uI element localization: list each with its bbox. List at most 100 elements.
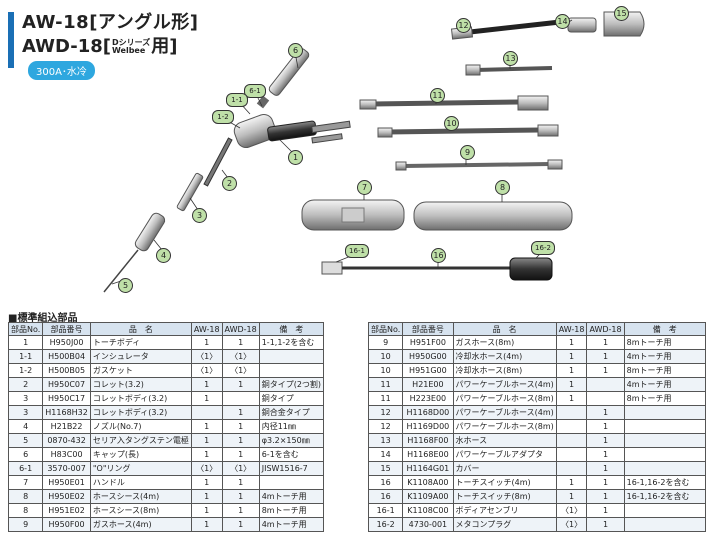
cell-remark: 内径11㎜ [258,419,325,434]
cell-awd18: 1 [221,447,260,462]
cell-awd18: 1 [586,335,625,350]
cell-part-number: H83C00 [42,447,91,462]
cell-no: 15 [367,461,404,476]
cell-part-number: H950G00 [402,349,454,364]
collet-drawing [203,137,233,187]
cell-aw18 [555,419,588,434]
cell-no: 16-2 [367,517,404,532]
title-small-1: Dシリーズ [112,38,151,47]
cell-awd18: 1 [221,405,260,420]
callout-1-2: 1-2 [212,110,234,124]
cell-remark [623,461,707,476]
cell-part-number: H21B22 [42,419,91,434]
handle-drawing [301,199,405,231]
cell-name: パワーケーブルホース(4m) [452,405,557,420]
cell-awd18: 1 [586,517,625,532]
gas-hose-9-drawing [395,159,563,171]
cell-no: 3 [7,405,44,420]
cell-remark: 16-1,16-2を含む [623,475,707,490]
cell-remark: 4mトーチ用 [623,349,707,364]
cell-remark: JISW1516-7 [258,461,325,476]
cell-part-number: H500B04 [42,349,91,364]
cell-remark [623,419,707,434]
cell-name: 冷却水ホース(8m) [452,363,557,378]
callout-14: 14 [555,14,570,29]
cell-part-number: H951G00 [402,363,454,378]
title-accent-bar [8,12,14,68]
cell-name: "O"リング [89,461,192,476]
cell-awd18 [586,377,625,392]
cell-name: 冷却水ホース(4m) [452,349,557,364]
callout-11: 11 [430,88,445,103]
cell-remark: 銅合金タイプ [258,405,325,420]
cell-no: 10 [367,349,404,364]
cell-part-number: H950J00 [42,335,91,350]
cell-awd18: 1 [221,377,260,392]
collet-body-drawing [176,172,204,212]
cell-no: 3 [7,391,44,406]
cell-awd18: 1 [586,503,625,518]
cell-remark [258,475,325,490]
cell-part-number: H1168D00 [402,405,454,420]
callout-16-1: 16-1 [345,244,369,258]
cell-aw18: 1 [190,475,223,490]
cell-awd18: 1 [586,461,625,476]
cell-no: 11 [367,391,404,406]
col-header-remark: 備 考 [258,322,325,336]
cooling-water-hose-10-drawing [377,124,559,138]
cell-awd18: 1 [586,489,625,504]
cell-no: 2 [7,377,44,392]
cell-awd18 [221,391,260,406]
callout-3: 3 [192,208,207,223]
cell-remark: 6-1を含む [258,447,325,462]
cell-aw18: 1 [555,377,588,392]
callout-16-2: 16-2 [531,241,555,255]
cell-awd18 [586,391,625,406]
cell-awd18: 1 [221,419,260,434]
callout-13: 13 [503,51,518,66]
cell-part-number: H950C17 [42,391,91,406]
cell-aw18: 1 [190,377,223,392]
callout-10: 10 [444,116,459,131]
title-part-b: 用] [151,36,178,57]
cell-name: ガスホース(8m) [452,335,557,350]
cell-aw18 [555,461,588,476]
cell-aw18: 1 [190,447,223,462]
col-header-awd: AWD-18 [221,322,260,336]
cell-name: カバー [452,461,557,476]
cell-no: 12 [367,419,404,434]
cover-15-drawing [603,11,645,37]
cell-aw18 [555,447,588,462]
title-small-2: Welbee [112,46,146,55]
cell-no: 1-1 [7,349,44,364]
cell-name: コレットボディ(3.2) [89,405,192,420]
adapter-14-drawing [567,17,597,33]
cell-no: 7 [7,475,44,490]
cell-part-number: 3570-007 [42,461,91,476]
electrode-drawing [103,249,139,293]
cell-no: 13 [367,433,404,448]
cell-part-number: 4730-001 [402,517,454,532]
cell-name: パワーケーブルホース(8m) [452,419,557,434]
cell-part-number: H223E00 [402,391,454,406]
cell-no: 12 [367,405,404,420]
cell-part-number: H1169D00 [402,419,454,434]
cell-aw18: 1 [555,335,588,350]
callout-1-1: 1-1 [226,93,248,107]
cell-awd18: 1 [221,335,260,350]
cell-awd18: 〈1〉 [221,349,260,364]
cell-part-number: H950C07 [42,377,91,392]
cell-aw18: 1 [190,503,223,518]
cell-name: ボディアセンブリ [452,503,557,518]
cell-name: ノズル(No.7) [89,419,192,434]
